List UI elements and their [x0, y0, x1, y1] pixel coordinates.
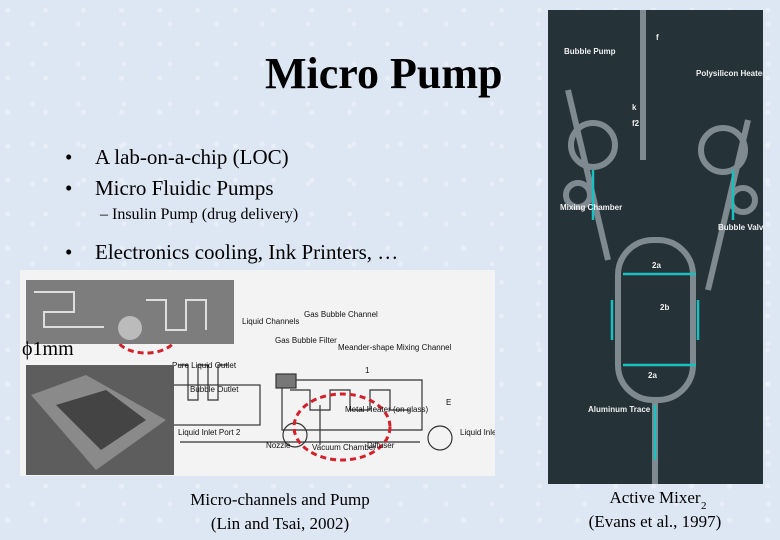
label-liquid-inlet-2: Liquid Inlet Port 2: [178, 428, 241, 437]
mixer-photo: Bubble Pump Polysilicon Heater Mixing Ch…: [548, 10, 768, 484]
label-2b: 2b: [660, 303, 669, 312]
bullet-list: A lab-on-a-chip (LOC) Micro Fluidic Pump…: [65, 142, 289, 204]
label-pure-liquid-outlet: Pure Liquid Outlet: [172, 361, 237, 370]
label-gas-bubble-filter: Gas Bubble Filter: [275, 336, 337, 345]
label-mixing-channel: Meander-shape Mixing Channel: [338, 343, 452, 352]
caption-line: (Lin and Tsai, 2002): [210, 514, 350, 533]
sem-photo: [26, 365, 174, 475]
bullet-item: Micro Fluidic Pumps: [65, 173, 289, 204]
slide-number: 2: [701, 500, 707, 512]
scale-label: ϕ1mm: [22, 338, 74, 360]
caption-line: Active Mixer: [609, 488, 701, 507]
label-bubble-valve: Bubble Valve: [718, 223, 763, 232]
label-liquid-channels: Liquid Channels: [242, 317, 299, 326]
label-k: k: [632, 103, 637, 112]
sem-photo-art: [31, 375, 166, 470]
label-diffuser: Diffuser: [367, 441, 395, 450]
label-bubble-pump: Bubble Pump: [564, 47, 616, 56]
slide-title: Micro Pump: [265, 49, 503, 98]
label-gas-bubble-channel: Gas Bubble Channel: [304, 310, 378, 319]
label-e: E: [446, 398, 451, 407]
label-polysilicon-heater: Polysilicon Heater: [696, 69, 763, 78]
caption-right: Active Mixer (Evans et al., 1997): [565, 486, 745, 534]
label-2a-top: 2a: [652, 261, 661, 270]
caption-line: Micro-channels and Pump: [190, 490, 370, 509]
bullet-item: Electronics cooling, Ink Printers, …: [65, 240, 398, 265]
chip-photo: [26, 280, 234, 344]
label-vacuum-chamber: Vacuum Chamber: [312, 443, 376, 452]
pump-schematic: Liquid Channels Gas Bubble Channel Gas B…: [114, 310, 523, 462]
mixer-photo-panel: Bubble Pump Polysilicon Heater Mixing Ch…: [548, 10, 768, 484]
chip-photo-art: [34, 291, 207, 340]
caption-line: (Evans et al., 1997): [588, 512, 722, 531]
label-aluminum-trace: Aluminum Trace: [588, 405, 651, 414]
caption-left: Micro-channels and Pump (Lin and Tsai, 2…: [160, 488, 400, 536]
label-bubble-outlet: Bubble Outlet: [190, 385, 239, 394]
label-f: f: [656, 33, 659, 42]
sub-bullet: Insulin Pump (drug delivery): [100, 206, 298, 224]
label-metal-heater: Metal Heater (on glass): [345, 405, 428, 414]
bullet-item: A lab-on-a-chip (LOC): [65, 142, 289, 173]
label-1: 1: [365, 366, 370, 375]
label-mixing-chamber: Mixing Chamber: [560, 203, 622, 212]
label-liquid-inlet-1: Liquid Inlet Port 1: [460, 428, 495, 437]
label-2a-bottom: 2a: [648, 371, 657, 380]
label-nozzle: Nozzle: [266, 441, 291, 450]
label-f2: f2: [632, 119, 640, 128]
